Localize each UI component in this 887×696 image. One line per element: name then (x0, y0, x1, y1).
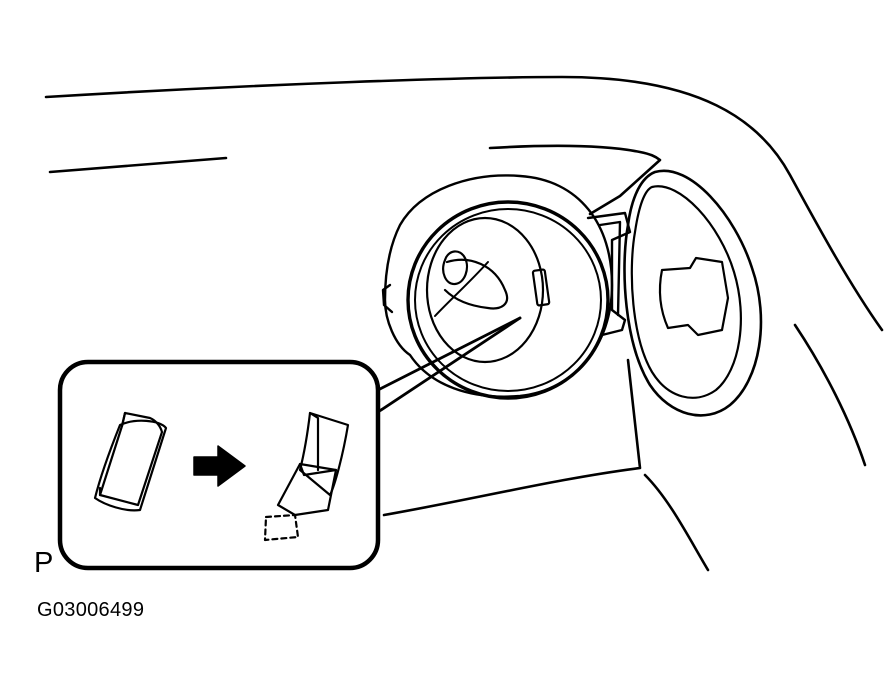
body-bottom-line (643, 473, 710, 572)
inlet-outer-ring (406, 200, 610, 400)
leader-line-lower (376, 316, 522, 414)
inlet-inner-ring (414, 208, 602, 392)
fuel-door-hinge (586, 211, 632, 337)
hinge-arm-inner (598, 220, 622, 317)
retainer-before-body (93, 419, 168, 512)
body-lower-line (382, 358, 642, 517)
body-side-line (793, 323, 867, 467)
inlet-guide (434, 261, 489, 317)
leader-line-upper (370, 316, 522, 395)
retainer-before-top (120, 411, 127, 428)
fuel-door (623, 169, 763, 417)
car-body-lines (44, 75, 884, 572)
fuel-door-outer (623, 169, 763, 417)
body-upper-line (48, 156, 228, 174)
fuel-door-inner (630, 185, 742, 399)
retainer-after-top-edge (308, 411, 320, 472)
inlet-pipe-shape (443, 258, 509, 310)
callout-leader (370, 316, 522, 414)
retainer-after-middle (276, 462, 338, 517)
inlet-cap-seat (442, 250, 469, 286)
retainer-clip-slot (531, 268, 551, 307)
figure-code: G03006499 (37, 599, 145, 621)
right-arrow-icon (193, 445, 246, 487)
retainer-after-middle-edge (298, 462, 338, 477)
inlet-neck-ring (425, 216, 545, 364)
body-top-line (44, 75, 884, 332)
view-letter: P (34, 547, 54, 579)
body-inner-line (488, 144, 662, 216)
retainer-before-face (98, 411, 164, 507)
hinge-arm (586, 211, 632, 337)
fuel-door-latch (658, 256, 730, 337)
fuel-inlet-housing (381, 174, 614, 400)
retainer-after-dashed (263, 513, 300, 542)
retainer-after (263, 411, 350, 542)
retainer-before (93, 411, 168, 512)
housing-left-tab (381, 283, 394, 314)
